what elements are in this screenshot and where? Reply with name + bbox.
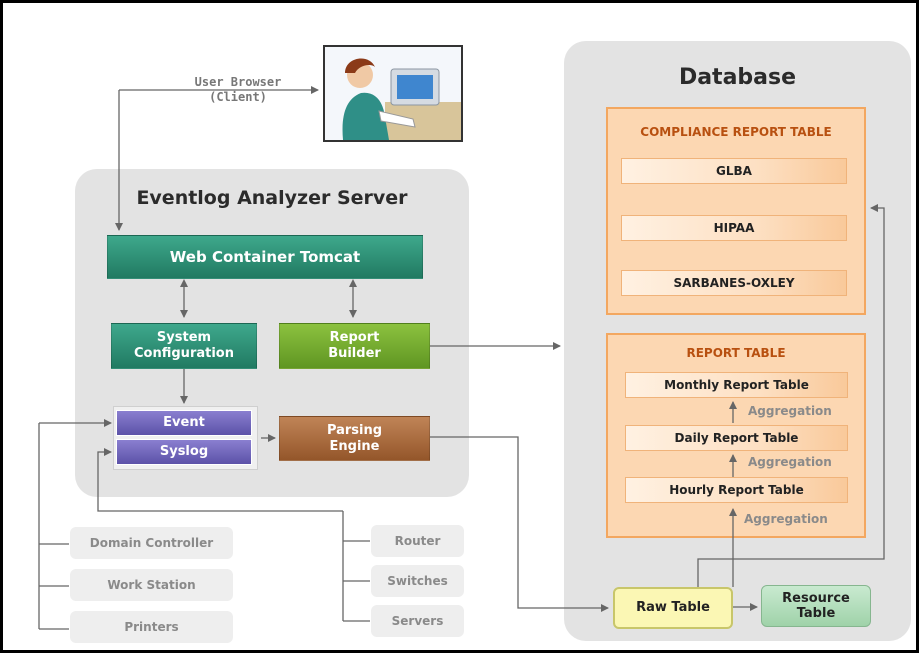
connector-layer: [38, 86, 885, 630]
report-item-daily-label: Daily Report Table: [674, 431, 799, 445]
client-label-line2: (Client): [209, 90, 267, 104]
compliance-item-hipaa-label: HIPAA: [713, 221, 755, 235]
compliance-report-title: COMPLIANCE REPORT TABLE: [640, 125, 832, 139]
compliance-item-sarbanes-oxley-label: SARBANES-OXLEY: [673, 276, 795, 290]
event-label: Event: [163, 415, 205, 430]
device-printers: Printers: [70, 611, 233, 643]
raw-table-box: Raw Table: [613, 587, 733, 629]
aggregation-label-daily: Aggregation: [748, 455, 832, 469]
device-router-label: Router: [394, 534, 441, 548]
resource-table-label: Resource Table: [782, 591, 850, 621]
compliance-item-hipaa: HIPAA: [621, 215, 847, 241]
parsing-engine-box: Parsing Engine: [279, 416, 430, 461]
device-servers-label: Servers: [391, 614, 444, 628]
device-work-station: Work Station: [70, 569, 233, 601]
web-container-label: Web Container Tomcat: [169, 248, 361, 266]
report-builder-label: Report Builder: [328, 330, 381, 361]
compliance-item-sarbanes-oxley: SARBANES-OXLEY: [621, 270, 847, 296]
device-router: Router: [371, 525, 464, 557]
event-box: Event: [116, 410, 252, 436]
device-domain-controller: Domain Controller: [70, 527, 233, 559]
system-configuration-label: System Configuration: [134, 330, 234, 361]
device-switches-label: Switches: [387, 574, 448, 588]
right-bus-to-syslog-arrow: [97, 448, 343, 512]
aggregation-label-hourly: Aggregation: [744, 512, 828, 526]
client-label: User Browser (Client): [163, 75, 313, 105]
syslog-box: Syslog: [116, 439, 252, 465]
report-builder-box: Report Builder: [279, 323, 430, 369]
report-item-monthly: Monthly Report Table: [625, 372, 848, 398]
database-title: Database: [678, 65, 797, 90]
device-printers-label: Printers: [124, 620, 179, 634]
system-configuration-box: System Configuration: [111, 323, 257, 369]
parsing-engine-label: Parsing Engine: [326, 422, 383, 454]
device-switches: Switches: [371, 565, 464, 597]
web-container-tomcat: Web Container Tomcat: [107, 235, 423, 279]
report-table-title: REPORT TABLE: [686, 346, 786, 360]
device-work-station-label: Work Station: [107, 578, 196, 592]
parsing-to-raw-arrow: [430, 436, 609, 612]
report-item-hourly: Hourly Report Table: [625, 477, 848, 503]
server-title: Eventlog Analyzer Server: [136, 187, 408, 209]
report-item-monthly-label: Monthly Report Table: [664, 378, 809, 392]
compliance-item-glba: GLBA: [621, 158, 847, 184]
resource-table-box: Resource Table: [761, 585, 871, 627]
device-servers: Servers: [371, 605, 464, 637]
report-item-hourly-label: Hourly Report Table: [669, 483, 804, 497]
report-item-daily: Daily Report Table: [625, 425, 848, 451]
client-illustration: [323, 45, 463, 142]
device-domain-controller-label: Domain Controller: [89, 536, 214, 550]
syslog-label: Syslog: [159, 444, 209, 459]
aggregation-label-monthly: Aggregation: [748, 404, 832, 418]
raw-to-compliance-arrow: [697, 204, 885, 587]
compliance-item-glba-label: GLBA: [716, 164, 752, 178]
raw-table-label: Raw Table: [636, 600, 710, 615]
client-label-line1: User Browser: [194, 75, 282, 89]
